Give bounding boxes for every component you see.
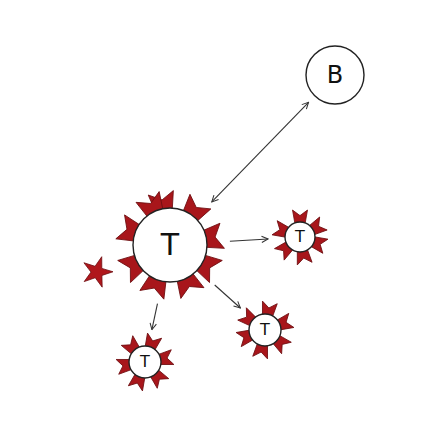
cell-label: T [295,229,305,245]
cell-circle: T [248,313,282,347]
cell-circle: T [284,221,316,253]
cell-label: T [161,230,179,260]
cell-label: B [327,63,343,87]
cell-label: T [260,322,270,338]
interaction-arrow [230,239,268,241]
cell-label: T [140,354,150,370]
receptor-group [272,210,328,265]
receptor-group [116,191,225,300]
cell-circle: B [305,45,365,105]
interaction-arrow [152,304,158,330]
cell-membrane [133,208,207,282]
receptor-group [236,301,294,359]
antigen-star [84,257,113,287]
cell-membrane [129,346,161,378]
receptor-group [116,333,174,391]
interaction-arrow [212,102,309,202]
cell-membrane [306,46,364,104]
cell-circle: T [128,345,162,379]
cell-membrane [249,314,281,346]
interaction-arrow [215,285,241,308]
cell-membrane [285,222,315,252]
cell-circle: T [132,207,208,283]
